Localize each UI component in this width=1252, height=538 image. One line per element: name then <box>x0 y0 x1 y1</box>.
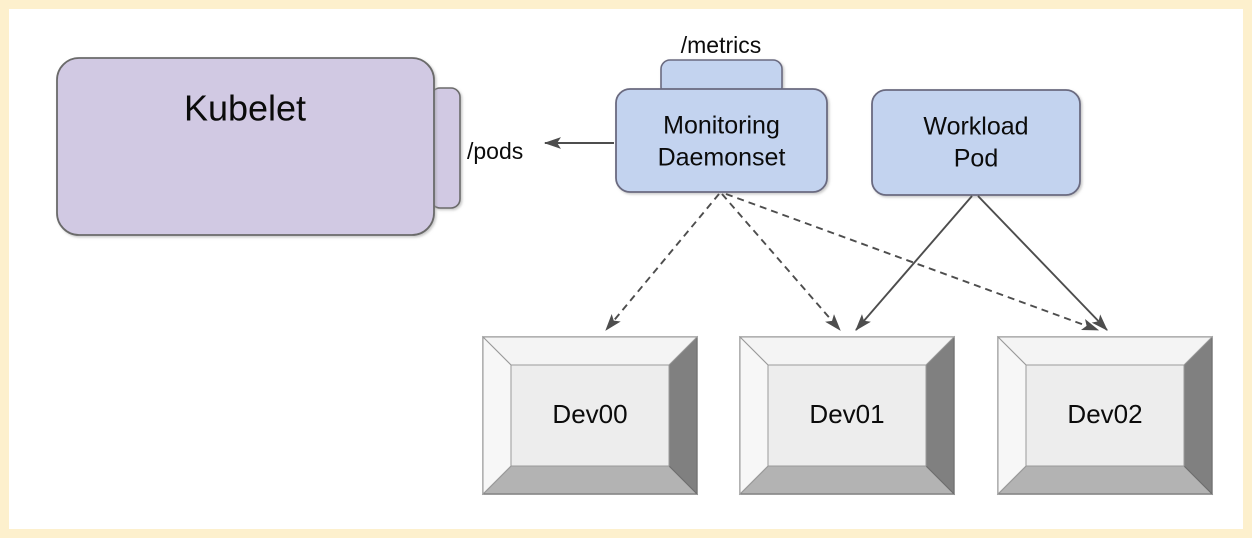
monitoring-daemonset-label-line1: Monitoring <box>663 112 780 140</box>
dev00-bevel-top <box>481 336 699 366</box>
edge-daemonset-to-dev01 <box>721 193 841 331</box>
kubelet-body <box>56 57 435 236</box>
edge-daemonset-to-dev02 <box>725 193 1100 331</box>
node-dev00[interactable]: Dev00 <box>481 335 699 496</box>
dev01-bevel-bottom <box>738 465 956 495</box>
node-dev02[interactable]: Dev02 <box>996 335 1214 496</box>
pods-edge-label: /pods <box>467 138 523 164</box>
dev01-bevel-top <box>738 336 956 366</box>
monitoring-daemonset-body <box>615 88 828 193</box>
monitoring-daemonset-label-line2: Daemonset <box>658 144 786 172</box>
dev00-bevel-bottom <box>481 465 699 495</box>
workload-pod-body <box>871 89 1081 196</box>
dev02-bevel-bottom <box>996 465 1214 495</box>
dev00-face <box>510 364 670 467</box>
edge-workload-to-dev02 <box>977 195 1108 331</box>
node-monitoring-daemonset[interactable]: Monitoring Daemonset <box>615 59 828 193</box>
workload-pod-label-line1: Workload <box>923 113 1028 141</box>
node-kubelet[interactable]: Kubelet <box>56 57 461 236</box>
dev02-bevel-left <box>997 335 1027 496</box>
dev02-face <box>1025 364 1185 467</box>
dev01-bevel-left <box>739 335 769 496</box>
kubelet-side-tab <box>430 87 461 209</box>
dev02-label: Dev02 <box>1067 399 1142 429</box>
edge-workload-to-dev01 <box>855 195 973 331</box>
dev01-label: Dev01 <box>809 399 884 429</box>
kubelet-label: Kubelet <box>184 88 306 129</box>
node-dev01[interactable]: Dev01 <box>738 335 956 496</box>
node-workload-pod[interactable]: Workload Pod <box>871 89 1081 196</box>
workload-pod-label-line2: Pod <box>954 145 998 173</box>
metrics-edge-label: /metrics <box>681 32 762 58</box>
dev01-face <box>767 364 927 467</box>
dev00-label: Dev00 <box>552 399 627 429</box>
dev00-bevel-left <box>482 335 512 496</box>
edge-daemonset-to-dev00 <box>605 193 720 331</box>
dev02-bevel-top <box>996 336 1214 366</box>
